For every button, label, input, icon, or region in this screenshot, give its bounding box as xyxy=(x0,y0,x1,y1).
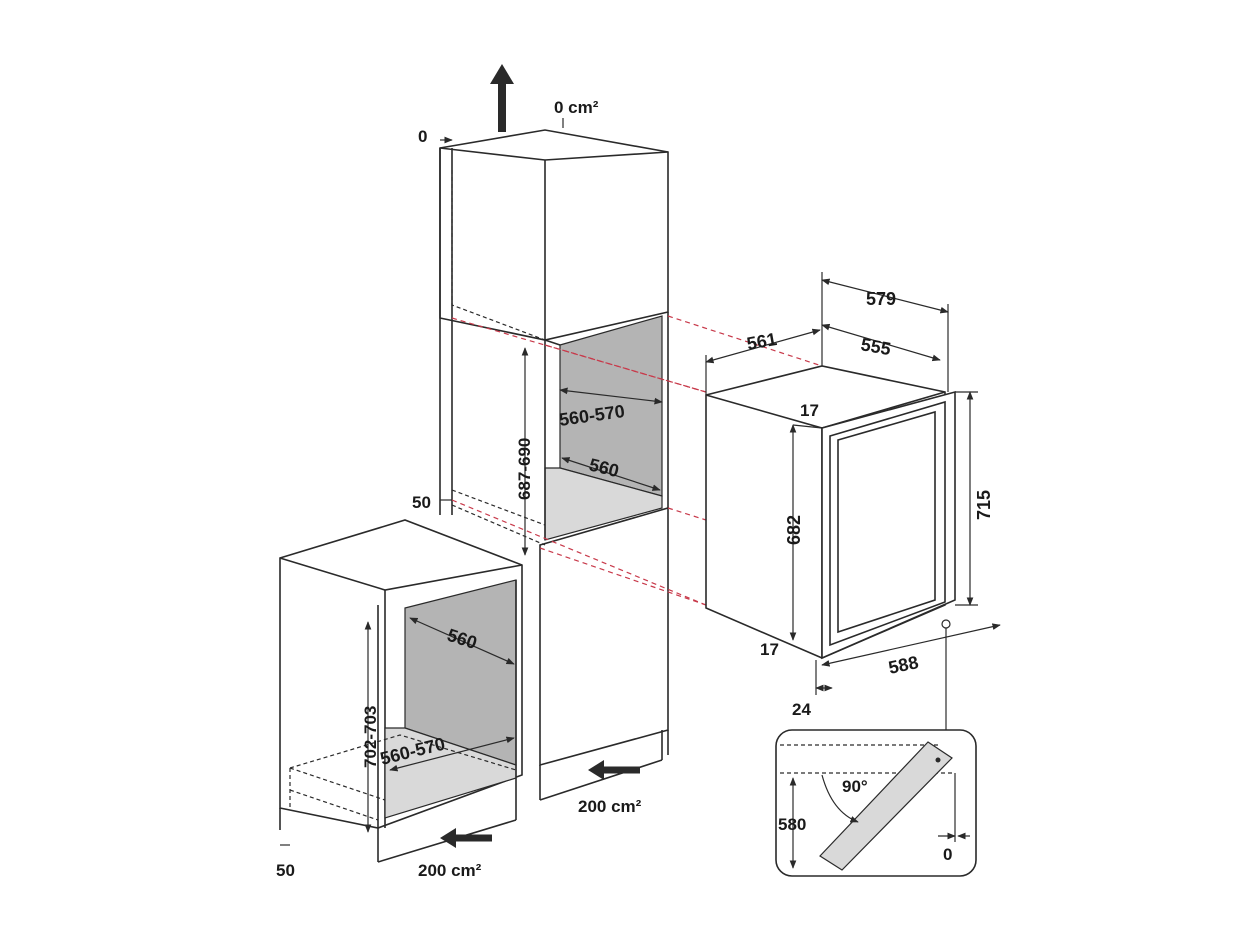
label-height-total: 715 xyxy=(974,490,994,520)
label-depth: 555 xyxy=(859,334,892,359)
label-door-thick: 24 xyxy=(792,700,811,719)
label-door-angle: 90° xyxy=(842,777,868,796)
alignment-lines xyxy=(451,315,823,606)
label-top-offset: 17 xyxy=(800,401,819,420)
appliance-door-glass xyxy=(837,410,936,634)
tall-width-dim xyxy=(559,387,663,405)
door-opening-detail xyxy=(775,729,977,877)
label-base-height: 702-703 xyxy=(361,706,380,768)
door-width-dim xyxy=(821,623,1001,667)
tall-cabinet-upper xyxy=(439,129,669,341)
label-top-gap: 0 xyxy=(418,127,427,146)
tall-cabinet-lower xyxy=(539,506,669,767)
base-cabinet xyxy=(279,519,523,863)
label-bottom-offset: 17 xyxy=(760,640,779,659)
label-tall-height: 687-690 xyxy=(515,438,534,500)
label-top-vent: 0 cm² xyxy=(554,98,599,117)
width-dim xyxy=(705,328,821,364)
label-base-vent: 200 cm² xyxy=(418,861,482,880)
label-tall-vent: 200 cm² xyxy=(578,797,642,816)
label-base-gap: 50 xyxy=(276,861,295,880)
depth-dim xyxy=(821,323,941,362)
label-tall-gap: 50 xyxy=(412,493,431,512)
base-width-dim xyxy=(389,736,515,772)
label-door-gap: 0 xyxy=(943,845,952,864)
label-door-width: 588 xyxy=(887,652,921,678)
label-depth-total: 579 xyxy=(866,289,896,309)
base-depth-dim xyxy=(409,617,515,665)
tall-cabinet xyxy=(439,64,669,801)
label-height: 682 xyxy=(784,515,804,545)
label-door-clearance: 580 xyxy=(778,815,806,834)
dimension-labels: 0 cm² 0 50 687-690 560-570 560 200 cm² 7… xyxy=(276,98,994,880)
appliance xyxy=(705,272,1001,735)
appliance-door xyxy=(821,390,956,660)
depth-total-dim xyxy=(821,278,949,314)
tall-depth-dim xyxy=(561,457,661,491)
